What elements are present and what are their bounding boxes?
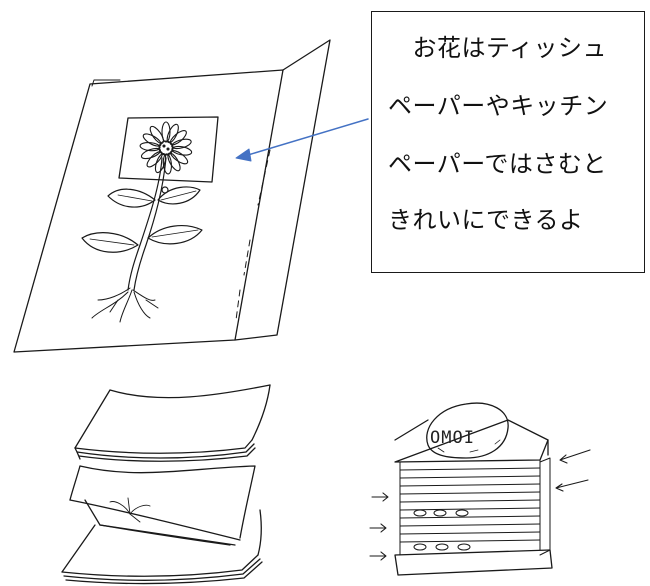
pressed-flowers-in-pages	[413, 509, 471, 551]
arrow-left-icon	[555, 479, 589, 492]
stone-weight-icon	[426, 402, 509, 459]
note-line-3: ペーパーではさむと	[388, 150, 607, 178]
note-line-4: きれいにできるよ	[388, 206, 584, 234]
arrow-right-icon	[369, 523, 387, 533]
daisy-petals	[139, 121, 193, 175]
bottom-folded-sheet	[61, 509, 263, 585]
pressure-arrows	[369, 449, 591, 561]
middle-sheets	[69, 465, 256, 546]
note-line-1: お花はティッシュ	[388, 34, 608, 62]
flower-frame	[118, 116, 219, 183]
flower-stem-and-leaves	[81, 157, 203, 291]
press-bottom-board	[394, 549, 553, 576]
folded-paper-sheet	[13, 39, 331, 353]
stacked-book-pages	[399, 457, 551, 556]
arrow-right-icon	[369, 551, 387, 561]
note-line-2: ペーパーやキッチン	[388, 92, 609, 120]
daisy-center	[158, 140, 174, 156]
arrow-left-icon	[559, 449, 591, 464]
flower-roots	[91, 287, 159, 323]
stone-weight-label: OMOI	[430, 428, 475, 448]
top-folded-sheet	[74, 384, 271, 462]
daisy-flower-icon	[139, 121, 193, 175]
blue-arrow-icon	[235, 118, 369, 162]
paper-stack-illustration	[61, 384, 271, 585]
arrow-right-icon	[371, 492, 389, 502]
weighted-press-illustration	[394, 402, 553, 576]
instruction-note: お花はティッシュ ペーパーやキッチン ペーパーではさむと きれいにできるよ	[371, 11, 645, 273]
